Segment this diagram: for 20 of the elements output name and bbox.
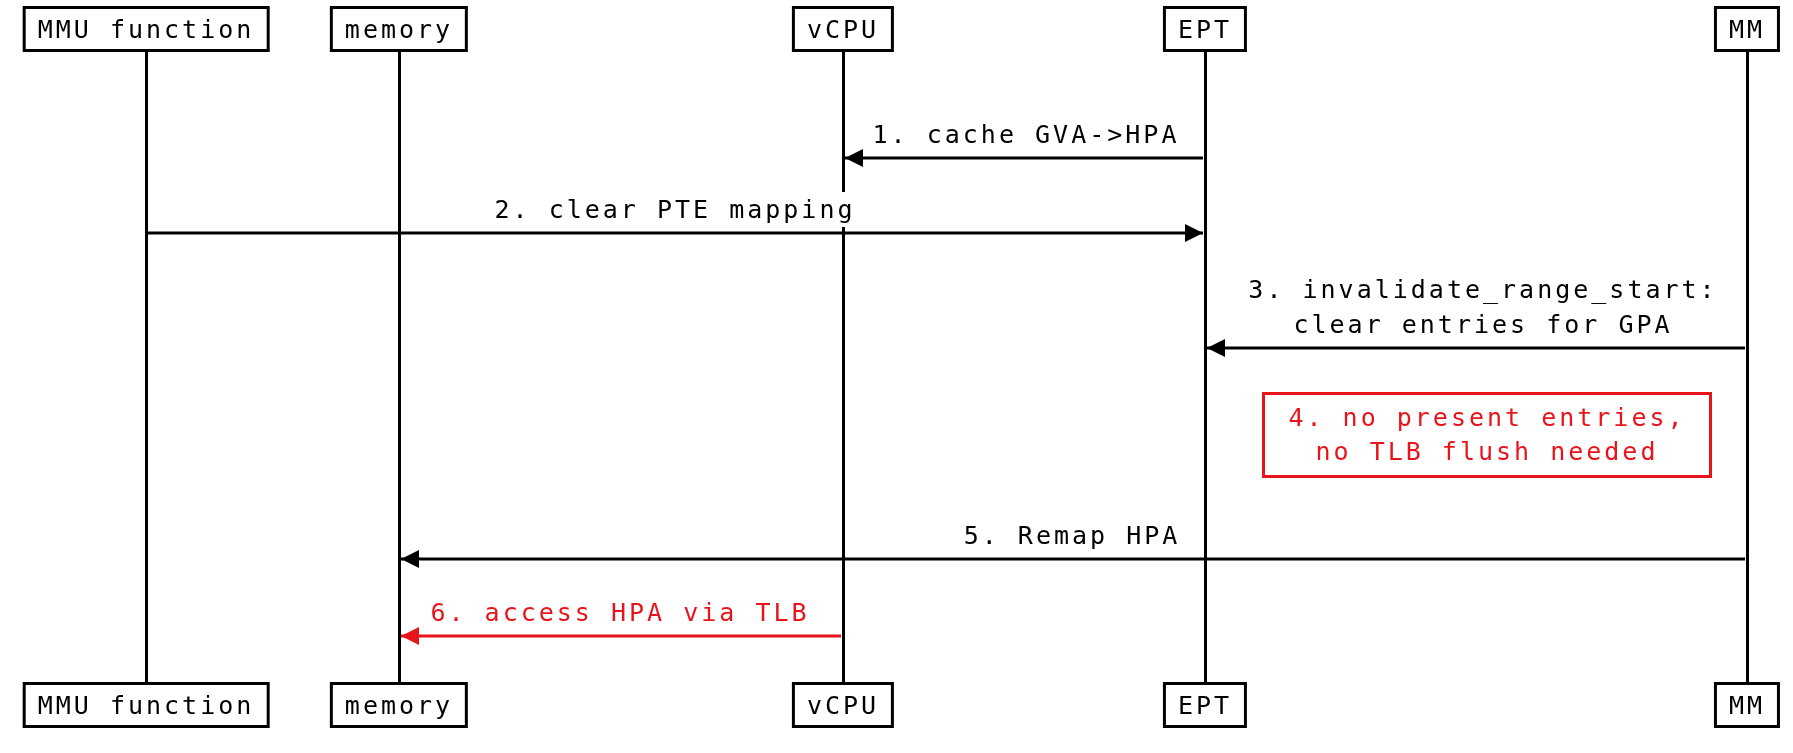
participant-box: MMU function: [22, 682, 270, 728]
participant-box: EPT: [1162, 682, 1248, 728]
lifeline: [145, 52, 148, 682]
arrow: [148, 224, 1203, 242]
participant-box: vCPU: [791, 6, 895, 52]
arrow: [1207, 339, 1745, 357]
participant-box: MM: [1713, 682, 1781, 728]
participant-box: MMU function: [22, 6, 270, 52]
lifeline: [398, 52, 401, 682]
arrow: [401, 550, 1745, 568]
arrow: [401, 627, 841, 645]
lifeline: [1746, 52, 1749, 682]
participant-box: MM: [1713, 6, 1781, 52]
participant-box: memory: [329, 682, 469, 728]
participant-box: vCPU: [791, 682, 895, 728]
note-box: 4. no present entries, no TLB flush needed: [1262, 392, 1712, 478]
lifeline: [1204, 52, 1207, 682]
participant-box: EPT: [1162, 6, 1248, 52]
arrow: [845, 149, 1203, 167]
participant-box: memory: [329, 6, 469, 52]
